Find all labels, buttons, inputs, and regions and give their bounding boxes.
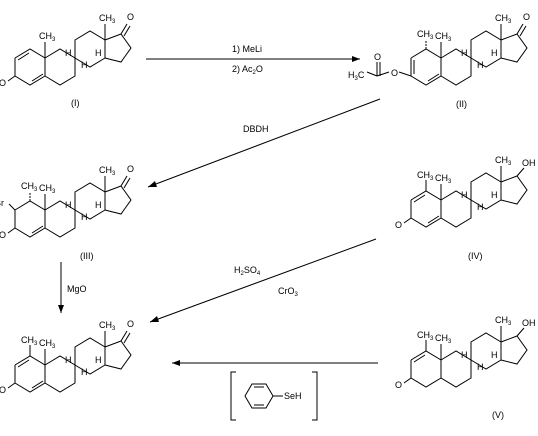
condition-h2so4: H2SO4 <box>234 265 261 277</box>
ketone-oxygen: O <box>523 12 530 22</box>
arrow-step5 <box>172 360 378 366</box>
condition-dbdh: DBDH <box>243 124 269 134</box>
compound-IV: O CH3 OH CH3 CH3 H H H <box>395 155 536 230</box>
arrow-step1: 1) MeLi 2) Ac2O <box>146 44 360 76</box>
c1-methyl: CH3 <box>21 181 38 193</box>
reagent-box: SeH <box>231 372 317 420</box>
c18-methyl: CH3 <box>99 13 116 25</box>
c1-methyl: CH3 <box>417 170 434 182</box>
compound-product: O CH3 O CH3 CH3 H H H <box>0 319 134 395</box>
compound-II: O O H3C CH3 O CH3 CH3 H H H <box>348 12 530 86</box>
c19-methyl: CH3 <box>435 31 452 43</box>
condition-cro3: CrO3 <box>278 286 299 298</box>
h-label: H <box>65 355 72 365</box>
h-label: H <box>81 212 88 222</box>
enone-oxygen: O <box>0 230 6 240</box>
c1-methyl: CH3 <box>21 335 38 347</box>
h-label: H <box>461 350 468 360</box>
label-I: (I) <box>71 98 80 108</box>
ketone-oxygen: O <box>127 12 134 22</box>
h-label: H <box>95 355 102 365</box>
c19-methyl: CH3 <box>39 31 56 43</box>
h-label: H <box>461 190 468 200</box>
label-IV: (IV) <box>468 251 483 261</box>
compound-V: O CH3 OH CH3 CH3 H H H <box>395 315 536 390</box>
arrow-step4: H2SO4 CrO3 <box>150 239 376 322</box>
ester-oxygen: O <box>391 68 398 78</box>
compound-III: O Br CH3 O CH3 CH3 H H H <box>0 164 134 240</box>
label-II: (II) <box>456 99 467 109</box>
h-label: H <box>491 48 498 58</box>
h-label: H <box>95 200 102 210</box>
c18-methyl: CH3 <box>495 155 512 167</box>
label-V: (V) <box>492 410 504 420</box>
c19-methyl: CH3 <box>435 173 452 185</box>
h-label: H <box>65 200 72 210</box>
c1-methyl: CH3 <box>417 330 434 342</box>
hydroxyl: OH <box>522 318 536 328</box>
label-III: (III) <box>80 251 94 261</box>
h-label: H <box>95 48 102 58</box>
h-label: H <box>65 48 72 58</box>
ketone-oxygen: O <box>127 164 134 174</box>
arrow-step3: MgO <box>58 262 87 313</box>
h-label: H <box>81 60 88 70</box>
enone-oxygen: O <box>0 78 6 88</box>
h-label: H <box>477 60 484 70</box>
acyl-methyl: H3C <box>348 70 365 82</box>
h-label: H <box>477 202 484 212</box>
h-label: H <box>81 367 88 377</box>
h-label: H <box>491 350 498 360</box>
h-label: H <box>477 362 484 372</box>
compound-I: O O CH3 CH3 H H H <box>0 12 134 88</box>
acyl-oxygen: O <box>374 52 381 62</box>
c19-methyl: CH3 <box>435 333 452 345</box>
ketone-oxygen: O <box>127 319 134 329</box>
condition-ac2o: 2) Ac2O <box>232 64 263 76</box>
condition-mgo: MgO <box>67 284 87 294</box>
c19-methyl: CH3 <box>39 338 56 350</box>
h-label: H <box>491 190 498 200</box>
c18-methyl: CH3 <box>495 13 512 25</box>
c19-methyl: CH3 <box>39 183 56 195</box>
c18-methyl: CH3 <box>99 165 116 177</box>
enone-oxygen: O <box>395 380 402 390</box>
condition-meli: 1) MeLi <box>232 44 262 54</box>
c18-methyl: CH3 <box>99 320 116 332</box>
bromine: Br <box>0 198 4 208</box>
arrow-step2: DBDH <box>148 99 380 187</box>
c1-methyl: CH3 <box>417 29 434 41</box>
c18-methyl: CH3 <box>495 315 512 327</box>
seh-group: SeH <box>284 391 302 401</box>
hydroxyl: OH <box>522 158 536 168</box>
enone-oxygen: O <box>395 220 402 230</box>
h-label: H <box>461 48 468 58</box>
enone-oxygen: O <box>0 385 6 395</box>
